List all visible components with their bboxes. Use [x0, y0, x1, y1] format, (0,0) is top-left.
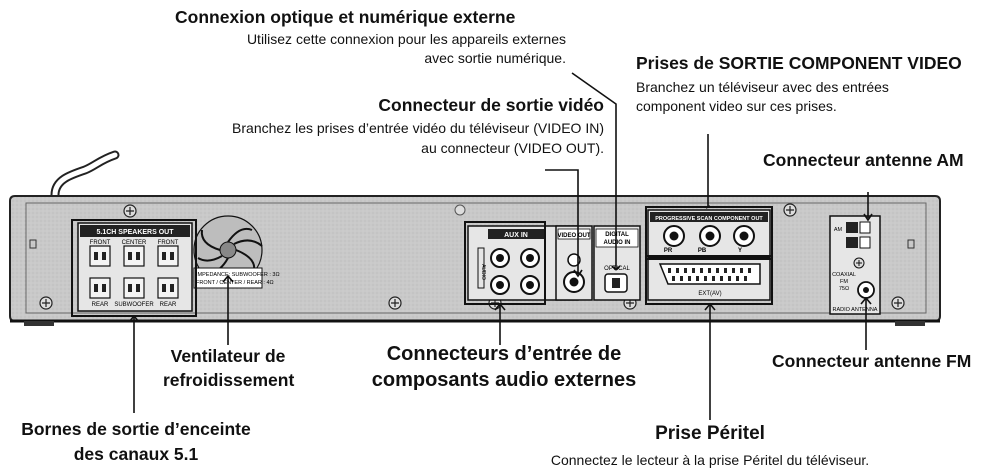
video-out-title: Connecteur de sortie vidéo	[378, 95, 604, 115]
digital-label: DIGITAL	[605, 232, 629, 238]
am-label: AM	[834, 227, 843, 233]
fm-title: Connecteur antenne FM	[772, 351, 972, 371]
ohm-label: 75Ω	[839, 286, 849, 292]
leader-lines	[128, 72, 873, 420]
front-label-right: FRONT	[158, 240, 179, 246]
center-label: CENTER	[122, 240, 147, 246]
progressive-label: PROGRESSIVE SCAN COMPONENT OUT	[655, 216, 763, 222]
video-out-panel	[555, 225, 593, 301]
scart-connector	[647, 257, 771, 301]
aux-title-2: composants audio externes	[371, 369, 637, 391]
ext-av-label: EXT(AV)	[698, 291, 721, 297]
aux-title-1: Connecteurs d’entrée de	[386, 343, 622, 365]
screw-icon	[853, 257, 865, 269]
optical-title: Connexion optique et numérique externe	[175, 7, 516, 27]
aux-highlight	[464, 221, 546, 305]
speakers-out-label: 5.1CH SPEAKERS OUT	[96, 229, 174, 236]
fan-title-1: Ventilateur de	[170, 346, 286, 366]
peritel-title: Prise Péritel	[655, 423, 765, 444]
peritel-desc: Connectez le lecteur à la prise Péritel …	[550, 452, 870, 468]
fan-title-2: refroidissement	[163, 370, 295, 390]
impedance-label-2: FRONT / CENTER / REAR : 4Ω	[196, 280, 274, 286]
screw-icon	[123, 204, 137, 218]
coaxial-label: COAXIAL	[832, 272, 856, 278]
digital-audio-in-panel	[593, 225, 641, 301]
fm-label: FM	[840, 279, 848, 285]
screw-icon	[783, 203, 797, 217]
cooling-fan	[193, 215, 263, 289]
rca-jack-icon	[563, 271, 585, 293]
screw-icon	[891, 296, 905, 310]
video-out-desc-2: au connecteur (VIDEO OUT).	[421, 140, 604, 156]
speakers-title-1: Bornes de sortie d’enceinte	[21, 419, 251, 439]
speaker-terminals-panel	[77, 222, 193, 312]
video-out-label: VIDEO OUT	[557, 233, 590, 239]
component-title: Prises de SORTIE COMPONENT VIDEO	[636, 53, 962, 73]
pr-label: PR	[664, 248, 673, 254]
rca-jack-icon	[520, 248, 540, 268]
screw-icon	[388, 296, 402, 310]
speakers-title-2: des canaux 5.1	[73, 444, 199, 464]
component-desc-2: component video sur ces prises.	[636, 98, 837, 114]
impedance-label-1: IMPEDANCE: SUBWOOFER : 3Ω	[196, 272, 280, 278]
radio-antenna-label: RADIO ANTENNA	[833, 307, 878, 313]
rear-label-right: REAR	[160, 302, 177, 308]
subwoofer-label: SUBWOOFER	[114, 302, 154, 308]
rca-jack-icon	[520, 275, 540, 295]
rca-jack-icon	[567, 253, 581, 267]
rca-jack-icon	[490, 275, 510, 295]
audio-label: AUDIO	[480, 264, 486, 280]
coaxial-jack-icon	[857, 281, 875, 299]
screw-icon	[39, 296, 53, 310]
component-desc-1: Branchez un téléviseur avec des entrées	[636, 79, 889, 95]
rca-jack-icon	[699, 225, 721, 247]
rca-jack-icon	[733, 225, 755, 247]
optical-label: OPTICAL	[604, 266, 630, 272]
y-label: Y	[738, 248, 742, 254]
rear-label-left: REAR	[92, 302, 109, 308]
optical-desc-1: Utilisez cette connexion pour les appare…	[246, 31, 566, 47]
front-label-left: FRONT	[90, 240, 111, 246]
aux-in-label: AUX IN	[504, 232, 528, 239]
optical-desc-2: avec sortie numérique.	[424, 50, 566, 66]
am-title: Connecteur antenne AM	[763, 150, 964, 170]
audio-in-label: AUDIO IN	[604, 240, 631, 246]
video-out-desc-1: Branchez les prises d’entrée vidéo du té…	[232, 120, 604, 136]
radio-antenna-panel	[829, 215, 881, 315]
rca-jack-icon	[490, 248, 510, 268]
pb-label: PB	[698, 248, 707, 254]
rca-jack-icon	[663, 225, 685, 247]
component-out-panel	[647, 209, 771, 258]
